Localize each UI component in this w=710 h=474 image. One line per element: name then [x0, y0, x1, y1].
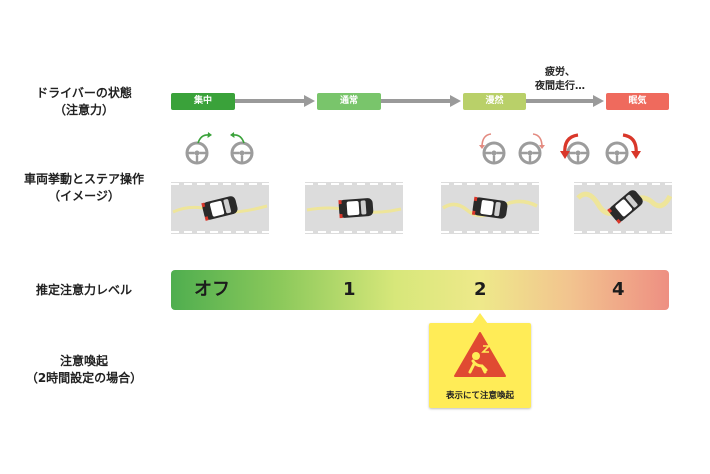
- level-off: オフ: [194, 279, 230, 300]
- driver-state-label: ドライバーの状態 （注意力）: [0, 85, 168, 119]
- stage-distracted: 漫然: [463, 93, 526, 110]
- road-scene-focused: [171, 182, 269, 234]
- flow-arrow-3: [525, 99, 595, 103]
- level-2: 2: [474, 279, 487, 300]
- driver-state-label-line1: ドライバーの状態: [36, 86, 132, 100]
- drowsy-warning-icon: [454, 332, 506, 377]
- car-icon: [201, 196, 238, 221]
- steering-wheel-icon: [518, 141, 542, 165]
- flow-arrowhead-1: [304, 95, 315, 107]
- turn-arrow-icon: [532, 133, 545, 149]
- flow-arrowhead-3: [593, 95, 604, 107]
- road-scene-distracted: [441, 182, 539, 234]
- car-icon: [338, 198, 374, 219]
- fatigue-note-line1: 疲労、: [545, 67, 575, 78]
- stage-normal: 通常: [317, 93, 381, 110]
- car-icon: [471, 196, 508, 219]
- callout-pointer: [472, 313, 488, 324]
- steering-wheel-icon: [605, 141, 629, 165]
- flow-arrow-1: [234, 99, 306, 103]
- stage-focused: 集中: [171, 93, 235, 110]
- turn-arrow-icon: [622, 133, 641, 159]
- turn-arrow-icon: [479, 133, 492, 149]
- flow-arrow-2: [380, 99, 452, 103]
- steering-wheel-icon: [230, 141, 254, 165]
- road-scene-normal: [305, 182, 403, 234]
- turn-arrow-icon: [230, 132, 245, 144]
- alert-label: 注意喚起 （2時間設定の場合）: [0, 353, 168, 387]
- vehicle-behavior-label: 車両挙動とステア操作 （イメージ）: [0, 171, 168, 205]
- attention-level-bar: [171, 270, 669, 310]
- vehicle-behavior-label-line1: 車両挙動とステア操作: [23, 172, 144, 186]
- attention-level-label: 推定注意力レベル: [0, 282, 168, 299]
- road-scene-drowsy: [574, 182, 672, 234]
- flow-arrowhead-2: [450, 95, 461, 107]
- steering-wheel-icon: [482, 141, 506, 165]
- fatigue-note: 疲労、 夜間走行…: [522, 66, 598, 94]
- level-1: 1: [343, 279, 356, 300]
- driver-state-label-line2: （注意力）: [53, 103, 114, 117]
- alert-label-line1: 注意喚起: [59, 354, 108, 368]
- steering-wheel-icon: [185, 141, 209, 165]
- car-icon: [607, 190, 643, 224]
- fatigue-note-line2: 夜間走行…: [535, 81, 585, 92]
- level-4: 4: [612, 279, 625, 300]
- alert-label-line2: （2時間設定の場合）: [25, 371, 143, 385]
- stage-drowsy: 眠気: [606, 93, 669, 110]
- turn-arrow-icon: [197, 132, 212, 144]
- attention-level-label-text: 推定注意力レベル: [35, 283, 132, 297]
- turn-arrow-icon: [560, 133, 579, 159]
- vehicle-behavior-label-line2: （イメージ）: [48, 189, 120, 203]
- alert-text: 表示にて注意喚起: [445, 391, 514, 401]
